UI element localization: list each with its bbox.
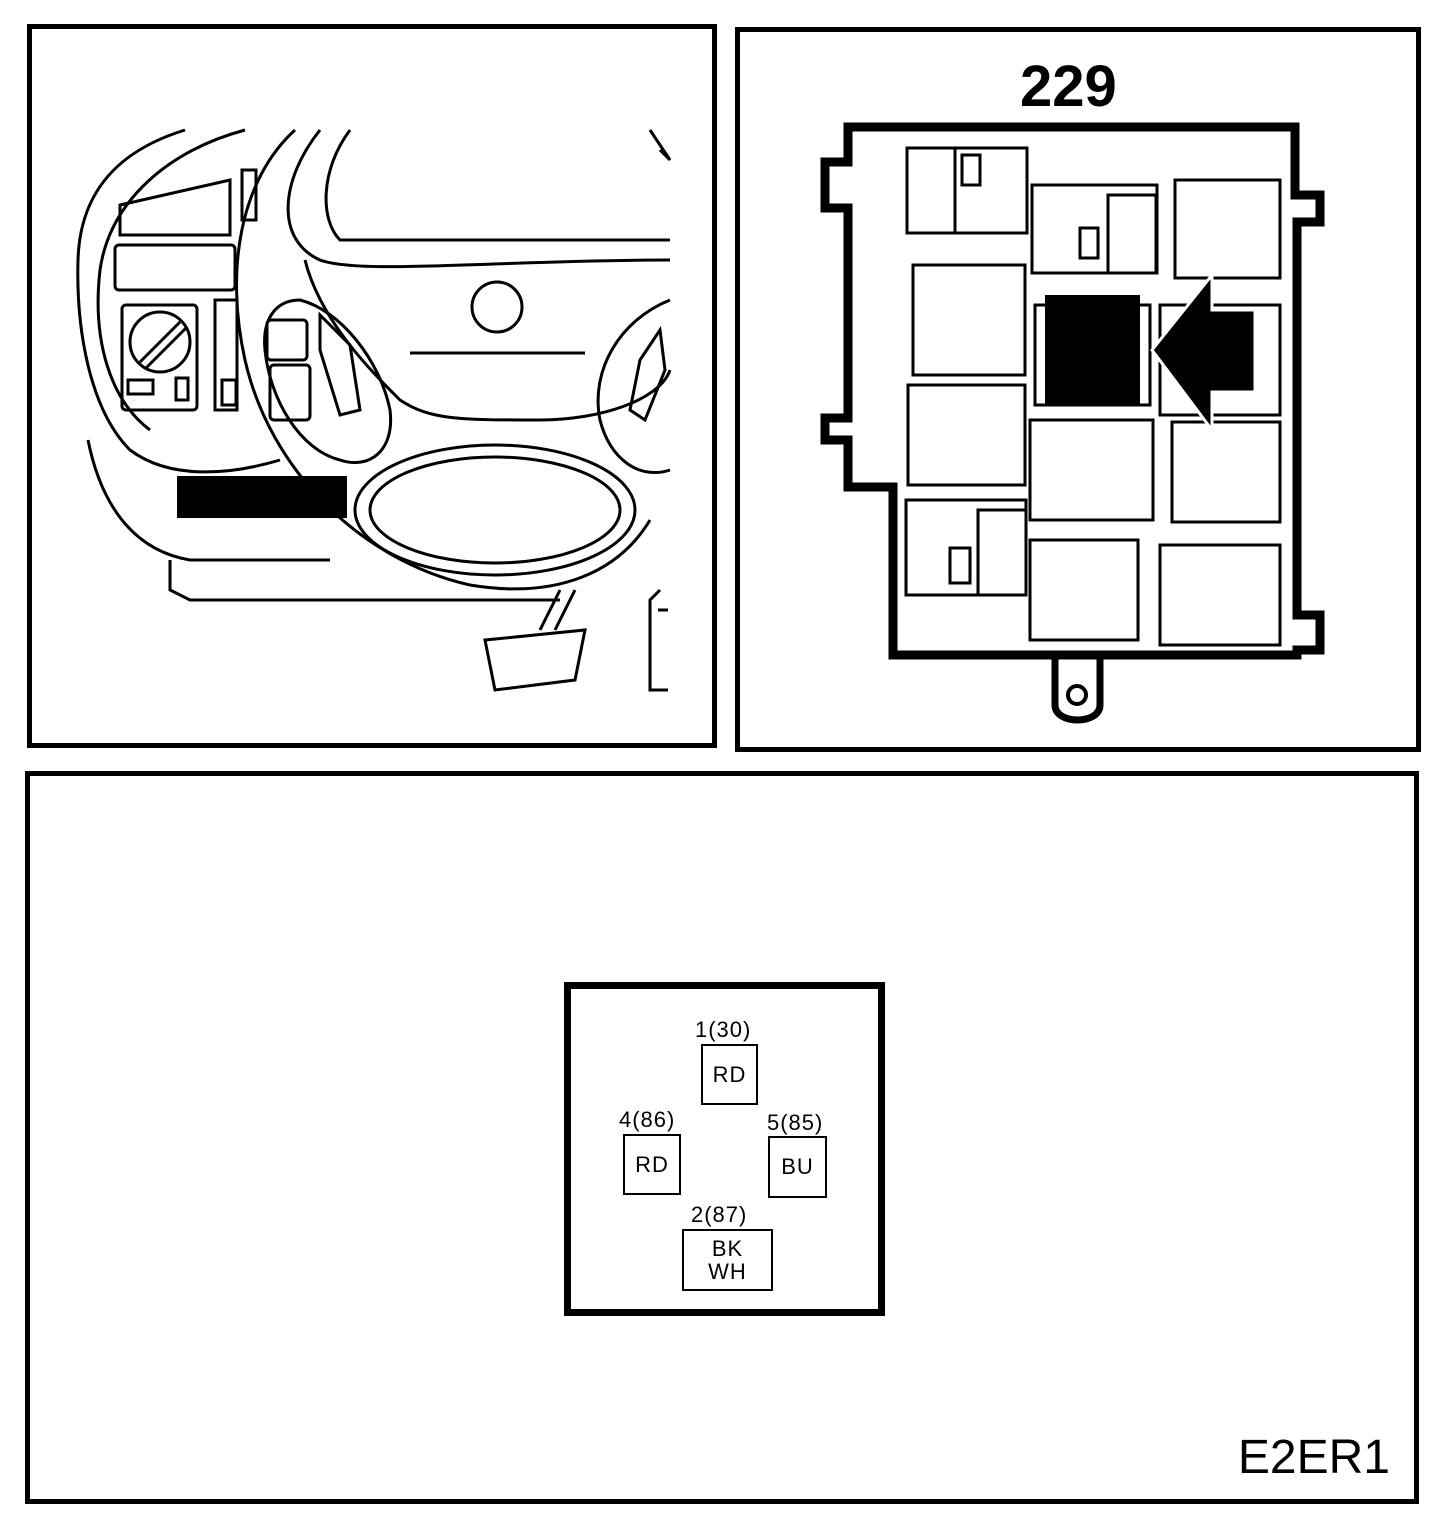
relay-connector: 1(30) RD 4(86) RD 5(85) BU 2(87) BK WH xyxy=(564,982,885,1316)
relay-arrow-icon xyxy=(1150,270,1257,435)
pin-5-label: 5(85) xyxy=(767,1110,824,1135)
pin-1-label: 1(30) xyxy=(695,1017,752,1042)
pin-1-color: RD xyxy=(712,1061,747,1087)
pin-2-color-1: BK xyxy=(711,1235,744,1261)
relay-box-drawing xyxy=(820,122,1325,724)
dashboard-location-panel xyxy=(27,24,717,748)
pin-4-label: 4(86) xyxy=(619,1107,676,1132)
dashboard-fuse-box-marker xyxy=(177,476,347,518)
figure-code: E2ER1 xyxy=(1237,1431,1390,1484)
pin-1-box: RD xyxy=(701,1044,758,1105)
pin-2-color-2: WH xyxy=(708,1259,747,1284)
pin-4-box: RD xyxy=(623,1134,681,1195)
pin-5-box: BU xyxy=(768,1136,827,1198)
pin-2-box: BK WH xyxy=(682,1229,773,1291)
dashboard-drawing xyxy=(76,128,672,692)
pin-2-label: 2(87) xyxy=(691,1202,748,1227)
pin-4-color: RD xyxy=(635,1151,669,1177)
relay-number: 229 xyxy=(1020,54,1117,119)
pin-5-color: BU xyxy=(781,1154,814,1180)
highlighted-relay xyxy=(1045,295,1140,405)
